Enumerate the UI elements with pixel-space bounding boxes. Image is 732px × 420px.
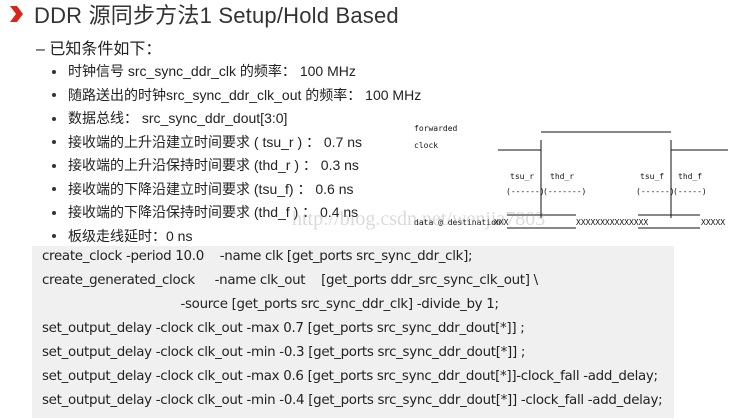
bullet-text: 接收端的下降沿建立时间要求 (tsu_f) ： 0.6 ns <box>68 180 354 197</box>
bullet-text: 接收端的上升沿保持时间要求 (thd_r ) ： 0.3 ns <box>68 157 359 173</box>
tsu-f-label: tsu_f <box>640 172 664 181</box>
title-text: DDR 源同步方法1 Setup/Hold Based <box>34 3 399 28</box>
conditions-list: 时钟信号 src_sync_ddr_clk 的频率： 100 MHz 随路送出的… <box>52 60 421 248</box>
bullet-icon <box>52 69 56 74</box>
bullet-icon <box>52 234 56 239</box>
chevron-right-icon <box>10 6 23 22</box>
list-item: 接收端的下降沿保持时间要求 (thd_f ) ： 0.4 ns <box>52 201 421 225</box>
code-line: set_output_delay -clock clk_out -min -0.… <box>42 393 663 408</box>
bullet-text: 接收端的下降沿保持时间要求 (thd_f ) ： 0.4 ns <box>68 204 359 220</box>
bullet-text: 接收端的上升沿建立时间要求 ( tsu_r ) ： 0.7 ns <box>68 133 363 150</box>
bullet-icon <box>52 210 56 215</box>
bullet-icon <box>52 116 56 121</box>
tsu-r-arrow: (------) <box>506 187 545 196</box>
bullet-text: 随路送出的时钟src_sync_ddr_clk_out 的频率： 100 MHz <box>68 86 422 103</box>
bullet-text: 数据总线： src_sync_ddr_dout[3:0] <box>68 110 288 126</box>
data-xxx-1: XXX <box>494 218 509 227</box>
clock-label-1: forwarded <box>414 124 458 133</box>
timing-diagram: forwarded clock tsu_r thd_r tsu_f thd_f … <box>410 118 732 236</box>
bullet-icon <box>52 163 56 168</box>
list-item: 板级走线延时：0 ns <box>52 225 421 249</box>
slide-title: DDR 源同步方法1 Setup/Hold Based <box>8 0 399 28</box>
bullet-text: 板级走线延时：0 ns <box>68 227 193 244</box>
thd-r-arrow: (-------) <box>543 187 586 196</box>
code-line: create_generated_clock -name clk_out [ge… <box>42 273 538 288</box>
bullet-text: 时钟信号 src_sync_ddr_clk 的频率： 100 MHz <box>68 63 356 79</box>
code-line: create_clock -period 10.0 -name clk [get… <box>42 249 473 264</box>
code-line: -source [get_ports src_sync_ddr_clk] -di… <box>42 297 499 312</box>
tsu-f-arrow: (------) <box>636 187 675 196</box>
tsu-r-label: tsu_r <box>510 172 534 181</box>
bullet-icon <box>52 140 56 145</box>
list-item: 接收端的上升沿建立时间要求 ( tsu_r ) ： 0.7 ns <box>52 131 421 155</box>
data-xxx-3: XXXXX <box>701 218 725 227</box>
thd-f-arrow: (-----) <box>673 187 707 196</box>
list-item: 接收端的上升沿保持时间要求 (thd_r ) ： 0.3 ns <box>52 154 421 178</box>
list-item: 接收端的下降沿建立时间要求 (tsu_f) ： 0.6 ns <box>52 178 421 202</box>
bullet-icon <box>52 93 56 98</box>
bullet-icon <box>52 187 56 192</box>
data-xxx-2: XXXXXXXXXXXXXXX <box>576 218 648 227</box>
thd-f-label: thd_f <box>678 172 702 181</box>
list-item: 时钟信号 src_sync_ddr_clk 的频率： 100 MHz <box>52 60 421 84</box>
code-line: set_output_delay -clock clk_out -max 0.6… <box>42 369 658 384</box>
clock-label-2: clock <box>414 141 438 150</box>
timing-diagram-svg: forwarded clock tsu_r thd_r tsu_f thd_f … <box>414 124 728 229</box>
thd-r-label: thd_r <box>550 172 574 181</box>
list-item: 数据总线： src_sync_ddr_dout[3:0] <box>52 107 421 131</box>
data-label: data @ destination <box>414 218 501 227</box>
list-item: 随路送出的时钟src_sync_ddr_clk_out 的频率： 100 MHz <box>52 84 421 108</box>
subtitle: – 已知条件如下： <box>36 41 162 58</box>
code-block: create_clock -period 10.0 -name clk [get… <box>32 246 674 418</box>
code-line: set_output_delay -clock clk_out -min -0.… <box>42 345 526 360</box>
code-line: set_output_delay -clock clk_out -max 0.7… <box>42 321 525 336</box>
